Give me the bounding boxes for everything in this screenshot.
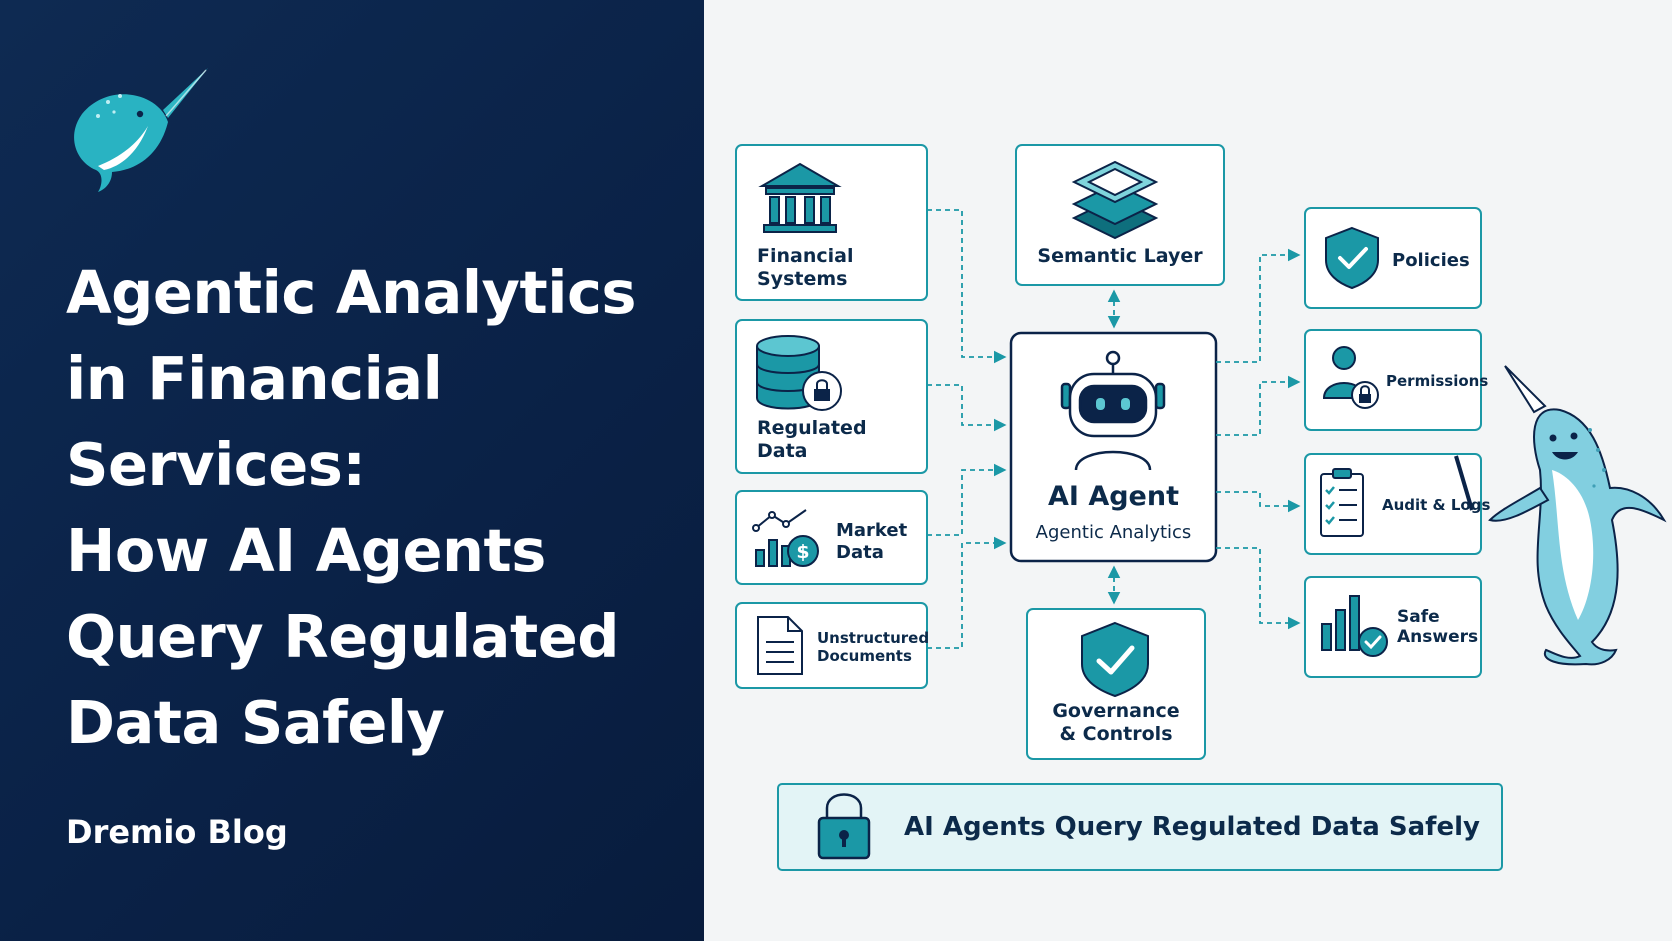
safe-answers-label: Safe Answers [1397, 607, 1478, 648]
unstructured-line-2: Documents [817, 647, 912, 665]
robot-icon [1060, 350, 1166, 471]
market-data-label: Market Data [836, 520, 907, 563]
title-line-4: How AI Agents [66, 516, 546, 585]
financial-line-2: Systems [757, 267, 848, 290]
unstructured-line-1: Unstructured [817, 629, 930, 647]
governance-shield-icon [1081, 621, 1149, 698]
semantic-layer-label: Semantic Layer [1037, 245, 1203, 267]
safe-line-1: Safe [1397, 607, 1440, 627]
title-line-2: in Financial [66, 344, 443, 413]
safe-chart-icon [1321, 595, 1388, 657]
connector-unstructured [927, 536, 1007, 649]
title-line-5: Query Regulated [66, 602, 619, 671]
financial-line-1: Financial [757, 245, 854, 267]
page-title: Agentic Analytics in Financial Services:… [66, 250, 676, 766]
narwhal-logo-icon [74, 68, 208, 192]
svg-text:$: $ [796, 541, 809, 563]
connector-audit [1216, 491, 1301, 513]
connector-financial [927, 209, 1007, 364]
governance-line-1: Governance [1052, 700, 1180, 722]
padlock-icon [817, 793, 871, 860]
connector-permissions [1216, 375, 1301, 436]
governance-label: Governance & Controls [1027, 700, 1205, 746]
governance-line-2: & Controls [1059, 722, 1173, 745]
market-chart-icon: $ [752, 509, 819, 567]
ai-agent-subtitle: Agentic Analytics [1035, 522, 1192, 543]
banner-text: AI Agents Query Regulated Data Safely [904, 812, 1480, 842]
database-lock-icon [756, 335, 842, 411]
document-icon [757, 616, 803, 675]
connector-safe [1216, 547, 1301, 630]
market-line-2: Data [836, 541, 884, 563]
policies-label: Policies [1392, 250, 1470, 271]
clipboard-icon [1320, 468, 1364, 537]
blog-label: Dremio Blog [66, 813, 288, 851]
audit-logs-label: Audit & Logs [1382, 496, 1491, 514]
market-line-1: Market [836, 520, 908, 541]
bank-icon [758, 162, 842, 233]
title-line-6: Data Safely [66, 688, 445, 757]
permissions-label: Permissions [1386, 372, 1489, 390]
financial-systems-label: Financial Systems [757, 245, 853, 291]
ai-agent-title: AI Agent [1047, 481, 1179, 512]
regulated-line-1: Regulated [757, 417, 867, 439]
policies-shield-icon [1325, 226, 1379, 290]
regulated-line-2: Data [757, 439, 808, 462]
connector-market [927, 463, 1007, 536]
safe-line-2: Answers [1397, 627, 1479, 648]
user-lock-icon [1322, 346, 1379, 409]
title-line-3: Services: [66, 430, 366, 499]
banner-box [777, 783, 1503, 871]
title-line-1: Agentic Analytics [66, 258, 637, 327]
unstructured-docs-label: Unstructured Documents [817, 629, 929, 665]
connector-policies [1216, 248, 1301, 363]
narwhal-mascot-icon [1454, 365, 1667, 666]
layers-icon [1071, 160, 1159, 240]
connector-regulated [927, 384, 1007, 432]
regulated-data-label: Regulated Data [757, 417, 867, 463]
